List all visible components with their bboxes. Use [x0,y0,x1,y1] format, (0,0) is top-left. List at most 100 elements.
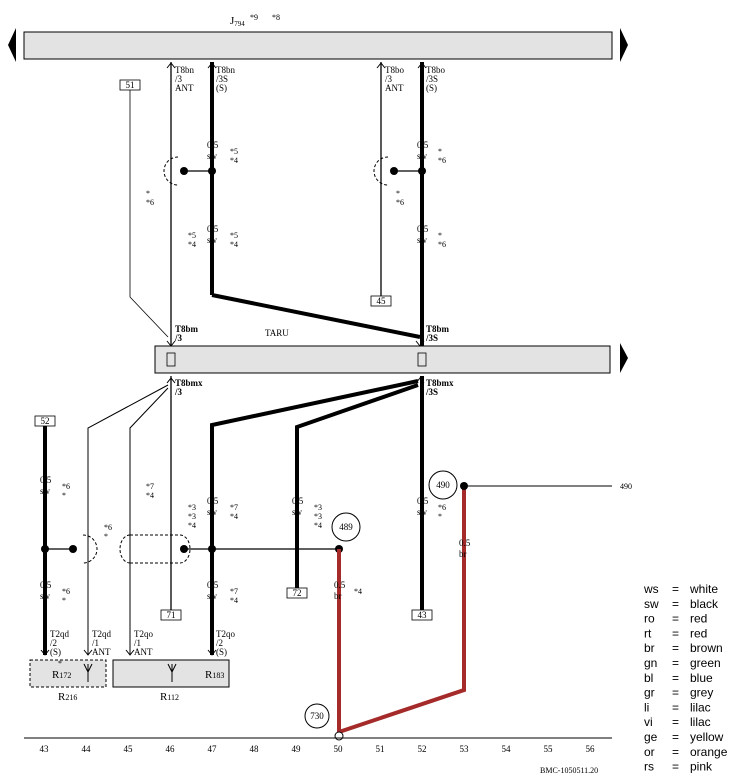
antenna-icon [167,663,177,682]
svg-text:0.5: 0.5 [417,496,429,506]
legend-name: pink [690,760,713,774]
svg-text:/3: /3 [174,333,183,343]
svg-text:*4: *4 [230,512,238,521]
svg-text:/3: /3 [174,387,183,397]
svg-text:T8bmx: T8bmx [175,378,203,388]
legend-name: yellow [690,730,724,744]
legend-eq: = [672,730,679,744]
svg-text:ANT: ANT [134,647,153,657]
svg-text:*: * [104,532,108,541]
svg-text:ANT: ANT [175,83,194,93]
svg-text:T8bn: T8bn [216,65,235,75]
ruler-number: 52 [418,744,427,754]
junction-dot [180,545,188,553]
svg-text:43: 43 [418,610,428,620]
svg-text:T2qd: T2qd [92,629,111,639]
svg-text:71: 71 [167,610,176,620]
svg-text:*4: *4 [188,521,196,530]
arrow-right-icon [620,28,628,62]
svg-text:*4: *4 [314,521,322,530]
color-legend: ws=whitesw=blackro=redrt=redbr=browngn=g… [643,582,728,774]
wire-ref [129,296,169,338]
ruler-number: 46 [166,744,176,754]
svg-text:*4: *4 [146,491,154,500]
svg-text:T8bm: T8bm [175,324,199,334]
svg-text:0.5: 0.5 [459,538,471,548]
svg-text:*6: *6 [104,523,112,532]
legend-eq: = [672,612,679,626]
legend-code: vi [644,715,653,729]
svg-text:/3S: /3S [426,74,438,84]
svg-text:sw: sw [207,151,218,161]
svg-text:*6: *6 [438,240,446,249]
legend-code: or [644,745,655,759]
ruler-number: 54 [502,744,512,754]
svg-text:0.5: 0.5 [292,496,304,506]
wire-labels: 0.5sw 0.5sw 0.5sw 0.5sw 0.5sw 0.5sw 0.5s… [40,140,471,601]
ruler-number: 45 [124,744,134,754]
ruler-number: 43 [40,744,50,754]
junction-dot [390,167,398,175]
svg-text:*: * [396,189,400,198]
legend-name: lilac [690,715,711,729]
legend-eq: = [672,582,679,596]
svg-text:490: 490 [620,482,632,491]
ruler-number: 56 [586,744,596,754]
junction-dot [41,545,49,553]
svg-text:ANT: ANT [385,83,404,93]
svg-text:*6: *6 [438,503,446,512]
svg-text:/1: /1 [92,638,99,648]
legend-code: ro [644,612,655,626]
svg-text:sw: sw [292,507,303,517]
title-note-1: *9 [250,13,258,22]
svg-text:*: * [62,491,66,500]
legend-name: grey [690,686,713,700]
legend-code: sw [644,597,659,611]
legend-code: ws [643,582,659,596]
component-label-r183: R183 [205,669,224,681]
svg-text:(S): (S) [426,83,437,93]
title-note-2: *8 [272,13,280,22]
ruler-number: 55 [544,744,554,754]
connector-markers-lower [40,377,425,656]
ruler-number: 51 [376,744,385,754]
module-bar-taru [154,345,611,374]
svg-text:*6: *6 [396,198,404,207]
legend-eq: = [672,626,679,640]
svg-text:0.5: 0.5 [40,475,52,485]
svg-text:*: * [146,189,150,198]
svg-text:*3: *3 [314,512,322,521]
svg-text:*: * [62,596,66,605]
legend-eq: = [672,686,679,700]
svg-text:*5: *5 [230,231,238,240]
ruler-number: 53 [460,744,470,754]
svg-text:0.5: 0.5 [207,580,219,590]
component-label-r112: R112 [160,691,179,703]
svg-text:*4: *4 [188,240,196,249]
svg-text:/3S: /3S [216,74,228,84]
svg-text:/3S: /3S [425,333,438,343]
component-r112 [112,659,230,688]
svg-text:sw: sw [417,507,428,517]
legend-eq: = [672,715,679,729]
svg-text:490: 490 [436,480,450,490]
legend-eq: = [672,745,679,759]
legend-eq: = [672,700,679,714]
svg-text:0.5: 0.5 [207,140,219,150]
ruler-number: 48 [250,744,260,754]
pin-box [166,352,176,367]
shield-icon [373,156,389,186]
svg-text:sw: sw [417,235,428,245]
ruler-number: 49 [292,744,302,754]
svg-text:*6: *6 [62,482,70,491]
svg-text:*6: *6 [438,156,446,165]
component-label-r216: R216 [58,691,77,703]
arrow-left-icon [8,28,16,62]
legend-name: black [690,597,719,611]
svg-text:489: 489 [339,522,353,532]
wire-notes: *5*4 *5*4 *5*4 **6 **6 **6 **6 *6* *6* *… [62,147,446,605]
shield-icon [163,156,179,186]
shield-icon [82,534,98,564]
legend-eq: = [672,597,679,611]
footer-code: BMC-1050511.20 [540,766,598,775]
